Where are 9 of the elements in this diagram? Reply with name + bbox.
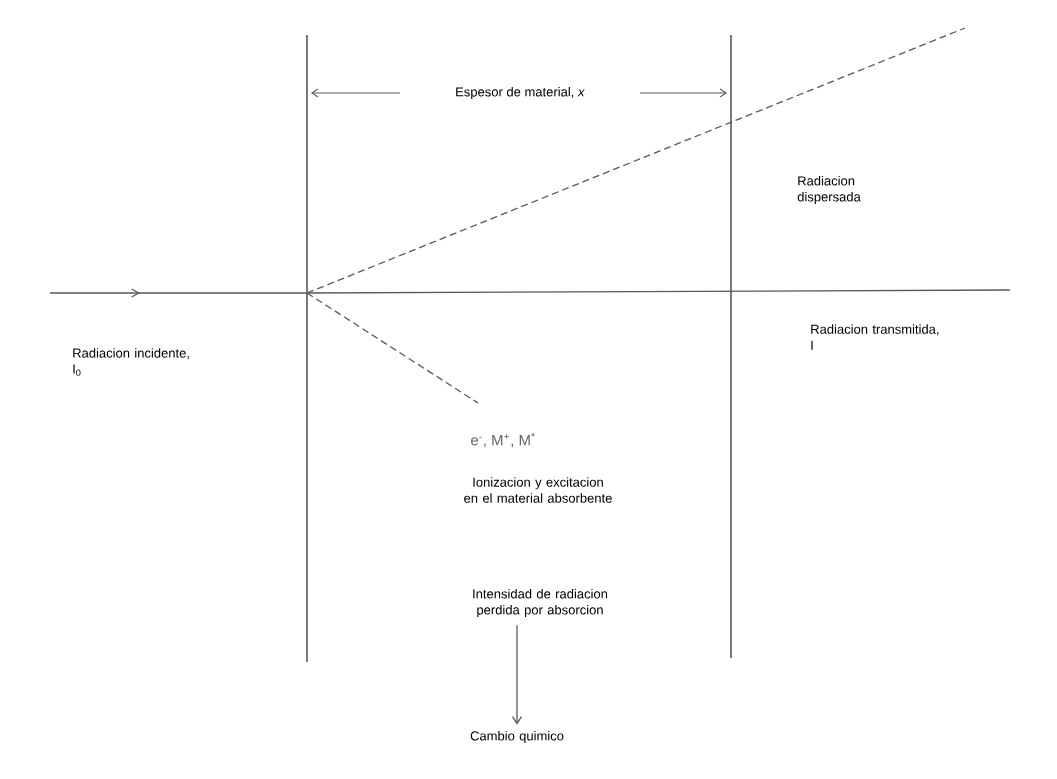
text-label: e$^{-}$, M$^{+}$, M$^{*}$ bbox=[471, 432, 535, 448]
text-label: Espesor de material, x bbox=[456, 86, 585, 100]
text-label: Radiacion dispersada bbox=[797, 175, 861, 205]
text-label: Cambio quimico bbox=[470, 730, 564, 744]
text-label: Ionizacion y excitacion en el material absorbente bbox=[464, 477, 612, 503]
text-label: Radiacion incidente, I$_{0}$ bbox=[73, 348, 189, 376]
text-label: Radiacion transmitida, I bbox=[811, 324, 939, 350]
arrow bbox=[511, 624, 523, 725]
text-label: Intensidad de radiacion perdida por absorcion bbox=[473, 588, 608, 618]
